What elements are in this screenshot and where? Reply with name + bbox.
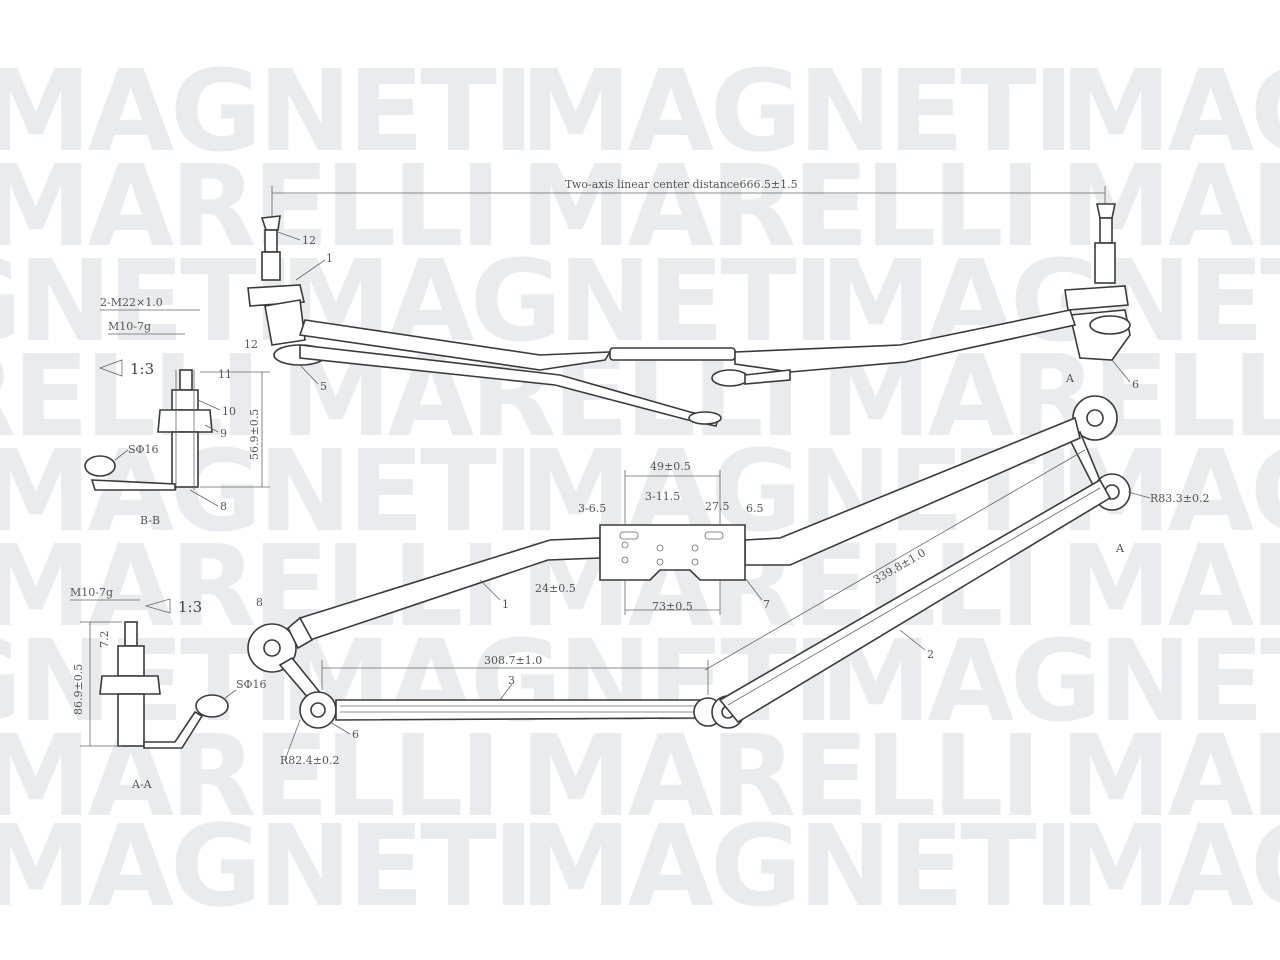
part-number-2: 2 — [927, 648, 934, 661]
right-pivot — [1064, 203, 1131, 361]
length-308-dimension: 308.7±1.0 — [484, 654, 542, 667]
watermark-magneti: MAGNETI — [820, 617, 1280, 747]
watermark-magneti: MAGNETI — [1060, 47, 1280, 177]
watermark-magneti: MAGNETI — [280, 617, 830, 747]
section-label-aa: A-A — [131, 778, 153, 791]
watermark-marelli: MARELLI — [520, 712, 1037, 842]
part-number-7: 7 — [763, 598, 770, 611]
watermark-marelli: MARELLI — [0, 712, 497, 842]
watermark-marelli: MARELLI — [1060, 522, 1280, 652]
part-number-8-detail: 8 — [220, 500, 227, 513]
bracket-73-dimension: 73±0.5 — [652, 600, 693, 613]
section-mark-a: A — [1065, 372, 1075, 385]
part-number-5: 5 — [320, 380, 327, 393]
mounting-bracket: 49±0.5 3-6.5 3-11.5 27.5 6.5 24±0.5 73±0… — [535, 460, 770, 615]
watermark-magneti: MAGNETI — [520, 47, 1070, 177]
slot-d-dimension: 6.5 — [746, 502, 764, 515]
watermark-magneti: MAGNETI — [0, 237, 290, 367]
m10-top-dimension: M10-7g — [108, 320, 151, 333]
radius-82-dimension: R82.4±0.2 — [280, 754, 340, 767]
watermark-marelli: MARELLI — [0, 332, 257, 462]
m10-bottom-dimension: M10-7g — [70, 586, 113, 599]
watermark-magneti: MAGNETI — [0, 47, 530, 177]
slot-a-dimension: 3-6.5 — [578, 502, 606, 515]
center-distance-dimension: Two-axis linear center distance666.5±1.5 — [565, 178, 798, 191]
watermark-magneti: MAGNETI — [0, 802, 530, 932]
top-linkage-assembly: Two-axis linear center distance666.5±1.5 — [247, 178, 1139, 427]
watermark-marelli: MARELLI — [520, 142, 1037, 272]
bracket-width-dimension: 49±0.5 — [650, 460, 691, 473]
part-number-1-main: 1 — [502, 598, 509, 611]
detail-section-bb: 2-M22×1.0 M10-7g 1:3 56.9±0.5 12 11 SΦ16… — [84, 296, 270, 527]
section-label-bb: B-B — [140, 514, 160, 527]
taper-bottom-label: 1:3 — [178, 598, 202, 616]
radius-83-dimension: R83.3±0.2 — [1150, 492, 1210, 505]
dimension-7-2: 7.2 — [98, 631, 111, 649]
watermark: MAGNETI MAGNETI MAGNETI MARELLI MARELLI … — [0, 47, 1280, 932]
dimension-11: 11 — [218, 368, 232, 381]
part-number-1: 1 — [326, 252, 333, 265]
section-mark-a: A — [1115, 542, 1125, 555]
watermark-marelli: MARELLI — [1060, 712, 1280, 842]
part-number-12: 12 — [302, 234, 316, 247]
dimension-12: 12 — [244, 338, 258, 351]
watermark-magneti: MAGNETI — [520, 802, 1070, 932]
slot-b-dimension: 3-11.5 — [645, 490, 680, 503]
taper-top-label: 1:3 — [130, 360, 154, 378]
part-number-6-main: 6 — [352, 728, 359, 741]
detail-section-aa: M10-7g 1:3 86.9±0.5 7.2 SΦ16 A-A — [70, 586, 267, 791]
height-bottom-dimension: 86.9±0.5 — [72, 664, 85, 715]
sphere-bottom-dimension: SΦ16 — [236, 678, 267, 691]
m22-dimension: 2-M22×1.0 — [100, 296, 163, 309]
watermark-magneti: MAGNETI — [0, 427, 530, 557]
part-number-6: 6 — [1132, 378, 1139, 391]
watermark-magneti: MAGNETI — [1060, 802, 1280, 932]
part-number-3: 3 — [508, 674, 515, 687]
watermark-marelli: MARELLI — [0, 142, 497, 272]
part-number-8-main: 8 — [256, 596, 263, 609]
part-number-10: 10 — [222, 405, 236, 418]
main-linkage-assembly: R83.3±0.2 A A 49±0.5 3-6.5 3-11.5 27.5 6… — [247, 372, 1210, 767]
part-number-9: 9 — [220, 427, 227, 440]
sphere-top-dimension: SΦ16 — [128, 443, 159, 456]
bracket-24-dimension: 24±0.5 — [535, 582, 576, 595]
height-top-dimension: 56.9±0.5 — [248, 409, 261, 460]
slot-c-dimension: 27.5 — [705, 500, 730, 513]
